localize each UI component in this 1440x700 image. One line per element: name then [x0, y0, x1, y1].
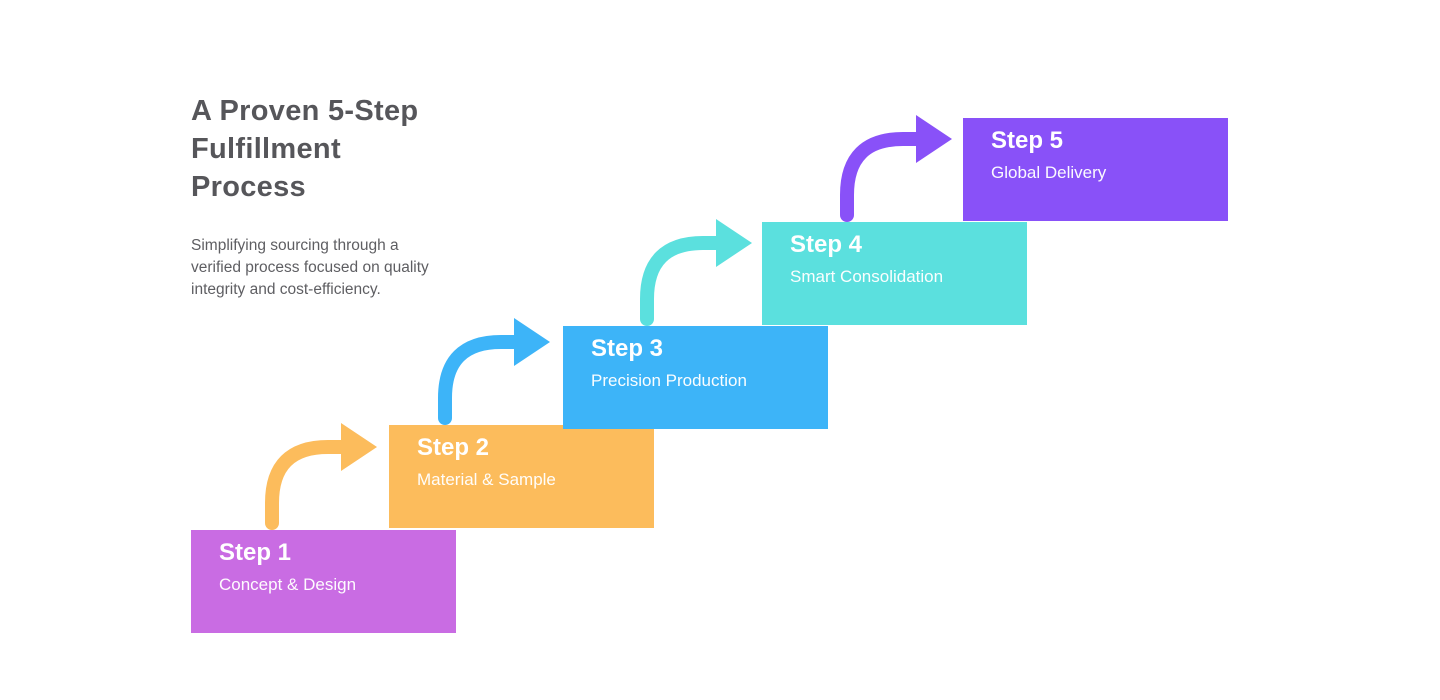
step-4-label: Step 4 [790, 231, 863, 258]
step-3-label: Step 3 [591, 335, 664, 362]
page-title: A Proven 5-Step Fulfillment Process [191, 95, 419, 203]
step-4-description: Smart Consolidation [790, 267, 944, 286]
step-5-box: Step 5 Global Delivery [963, 118, 1228, 221]
step-1-description: Concept & Design [219, 575, 357, 594]
step-5-description: Global Delivery [991, 163, 1107, 182]
step-3-description: Precision Production [591, 371, 747, 390]
curved-arrow-step3-to-step4-icon [640, 219, 752, 326]
step-1-box: Step 1 Concept & Design [191, 530, 456, 633]
step-2-label: Step 2 [417, 434, 490, 461]
step-4-box: Step 4 Smart Consolidation [762, 222, 1027, 325]
curved-arrow-step4-to-step5-icon [840, 115, 952, 222]
step-5-label: Step 5 [991, 127, 1064, 154]
header: A Proven 5-Step Fulfillment Process Simp… [191, 92, 521, 298]
curved-arrow-step1-to-step2-icon [265, 423, 377, 530]
curved-arrow-step2-to-step3-icon [438, 318, 550, 425]
step-2-box: Step 2 Material & Sample [389, 425, 654, 528]
step-3-box: Step 3 Precision Production [563, 326, 828, 429]
step-1-label: Step 1 [219, 539, 292, 566]
page-subtitle: Simplifying sourcing through a verified … [191, 237, 429, 298]
step-2-description: Material & Sample [417, 470, 556, 489]
